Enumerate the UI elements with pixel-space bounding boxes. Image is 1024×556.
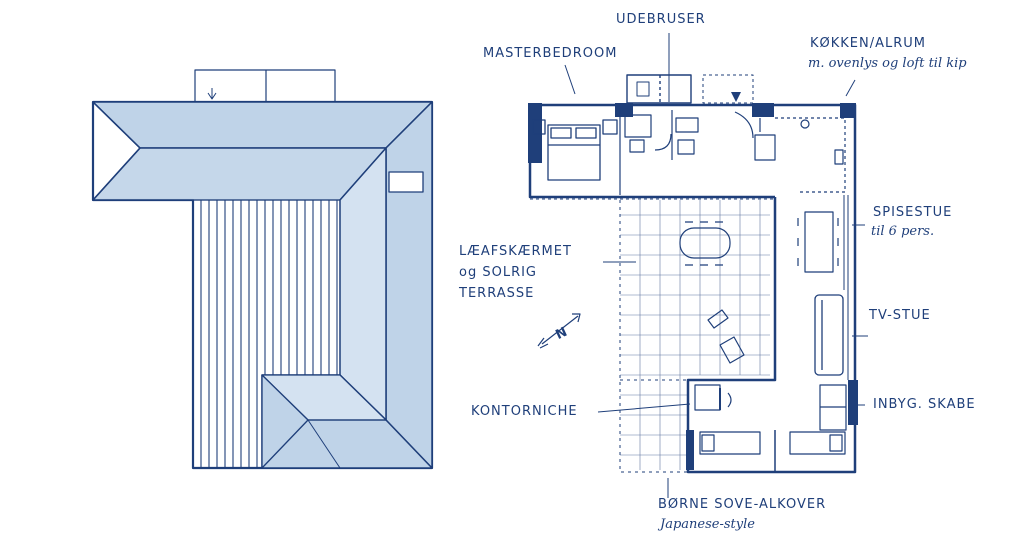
label-tv-stue: TV-STUE [869,308,931,323]
built-in-cabinets [819,384,847,431]
roof-right-slope [385,101,433,469]
label-inbyg-skabe: INBYG. SKABE [873,397,976,412]
kitchen [734,111,846,193]
skylight [388,171,424,193]
bathroom [619,110,699,195]
outdoor-shower [626,74,754,104]
label-kokken-title: KØKKEN/ALRUM [810,36,927,51]
terrace-grid [620,200,770,470]
label-og-solrig: og SOLRIG [459,265,538,280]
label-kontorniche: KONTORNICHE [471,404,578,419]
terrace-roof-stripes [200,200,338,468]
roof-top-slope [92,101,433,149]
label-kokken-sub: m. ovenlys og loft til kip [808,56,967,71]
label-leaders [564,33,868,498]
terrace-edge [619,200,688,473]
entry-arrow-icon [731,92,741,102]
terrace-table [679,221,731,266]
dining-table [797,211,839,273]
roof-top-box [194,69,336,103]
top-wing-wall [528,103,857,474]
label-borne-sove: BØRNE SOVE-ALKOVER [658,497,827,512]
label-japanese-style: Japanese-style [660,517,755,532]
roof-top-lower-slope [92,147,387,201]
label-spisestue-title: SPISESTUE [873,205,953,220]
north-arrow-icon [537,313,581,349]
lounge-chairs [707,309,745,364]
office-niche [694,384,732,411]
label-terrasse: TERRASSE [459,286,535,301]
children-alcoves [699,430,846,472]
label-spisestue-sub: til 6 pers. [871,224,935,239]
tv-sofa [814,294,844,376]
floor-plan [528,33,868,498]
master-bed [532,119,618,181]
label-laeafskaermet: LÆAFSKÆRMET [459,244,572,259]
north-label: N [553,325,569,343]
roof-plan [91,69,434,470]
label-masterbedroom: MASTERBEDROOM [483,46,618,61]
east-wing-wall [686,197,777,474]
label-udebruser: UDEBRUSER [616,12,706,27]
